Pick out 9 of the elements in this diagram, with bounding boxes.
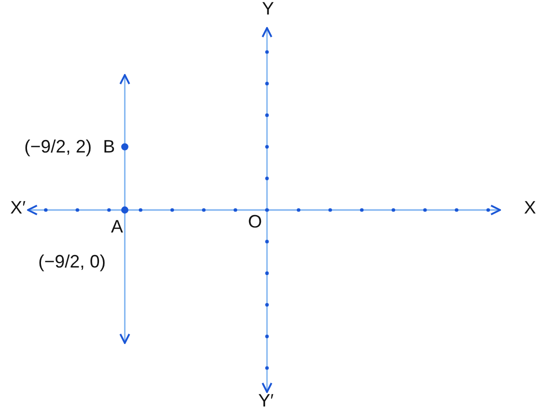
coordinate-label: (−9/2, 0)	[38, 252, 106, 272]
axis-label: Y′	[258, 390, 274, 412]
point-label: A	[111, 216, 123, 238]
coordinate-label: (−9/2, 2)	[24, 136, 92, 158]
point-label: B	[103, 136, 115, 158]
axis-label: X	[524, 198, 536, 218]
origin-label: O	[248, 212, 262, 232]
axis-label: Y	[262, 0, 274, 20]
axis-label: X′	[10, 198, 26, 218]
